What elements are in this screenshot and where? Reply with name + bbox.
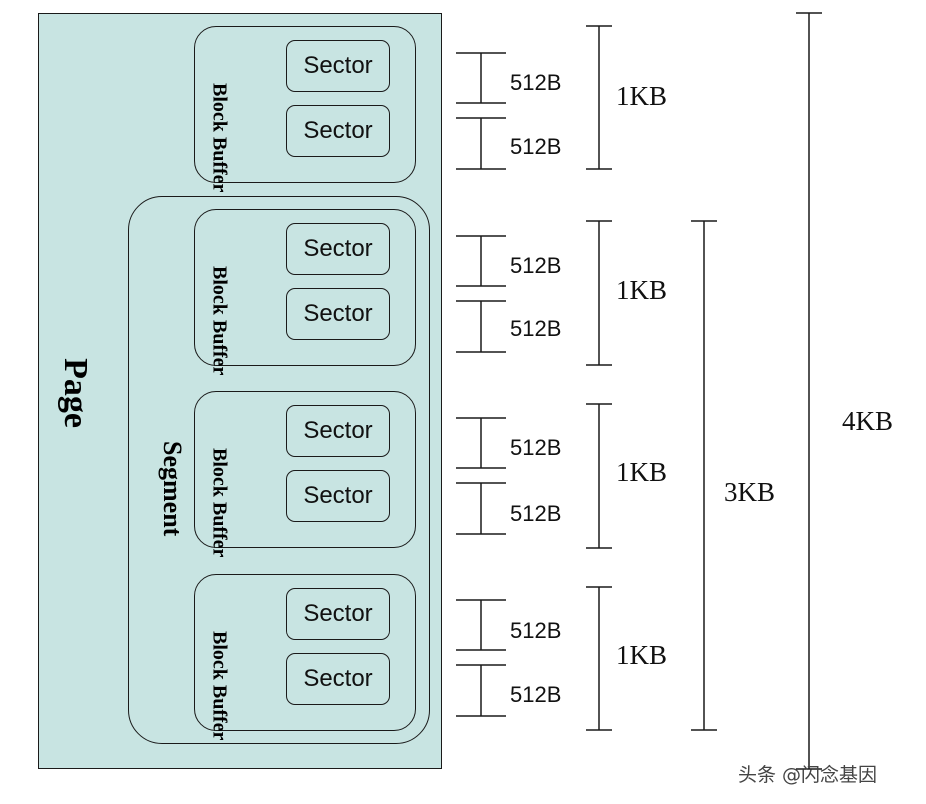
sector-box: Sector xyxy=(286,588,390,640)
block-size-label: 1KB xyxy=(616,81,668,111)
page-bracket xyxy=(796,12,822,770)
sector-bracket xyxy=(456,482,506,535)
sector-size-label: 512B xyxy=(510,70,562,95)
sector-box: Sector xyxy=(286,288,390,340)
block-buffer-2: Block Buffer Sector Sector xyxy=(194,209,416,375)
watermark-text: 头条 @闪念基因 xyxy=(738,764,878,786)
block-buffer-1: Block Buffer Sector Sector xyxy=(194,26,416,192)
page-size-label: 4KB xyxy=(842,406,894,436)
sector-box: Sector xyxy=(286,223,390,275)
sector-bracket xyxy=(456,599,506,651)
sector-bracket xyxy=(456,52,506,104)
block-bracket xyxy=(586,25,612,170)
sector-bracket xyxy=(456,235,506,287)
sector-size-label: 512B xyxy=(510,316,562,341)
sector-box: Sector xyxy=(286,470,390,522)
sector-size-brackets xyxy=(456,52,506,717)
sector-bracket xyxy=(456,117,506,170)
sector-box: Sector xyxy=(286,40,390,92)
block-size-label: 1KB xyxy=(616,275,668,305)
segment-size-label: 3KB xyxy=(724,477,776,507)
segment-bracket xyxy=(691,220,717,731)
block-size-brackets xyxy=(586,25,612,731)
sector-size-label: 512B xyxy=(510,435,562,460)
sector-bracket xyxy=(456,300,506,353)
sector-box: Sector xyxy=(286,653,390,705)
sector-size-label: 512B xyxy=(510,253,562,278)
block-bracket xyxy=(586,586,612,731)
block-size-label: 1KB xyxy=(616,457,668,487)
block-buffer-3: Block Buffer Sector Sector xyxy=(194,391,416,557)
sector-size-label: 512B xyxy=(510,134,562,159)
sector-size-label: 512B xyxy=(510,618,562,643)
block-buffer-4: Block Buffer Sector Sector xyxy=(194,574,416,740)
block-bracket xyxy=(586,220,612,366)
block-size-label: 1KB xyxy=(616,640,668,670)
sector-bracket xyxy=(456,664,506,717)
segment-region xyxy=(128,196,430,744)
sector-size-label: 512B xyxy=(510,501,562,526)
block-bracket xyxy=(586,403,612,549)
sector-box: Sector xyxy=(286,405,390,457)
sector-box: Sector xyxy=(286,105,390,157)
sector-size-label: 512B xyxy=(510,682,562,707)
sector-bracket xyxy=(456,417,506,469)
